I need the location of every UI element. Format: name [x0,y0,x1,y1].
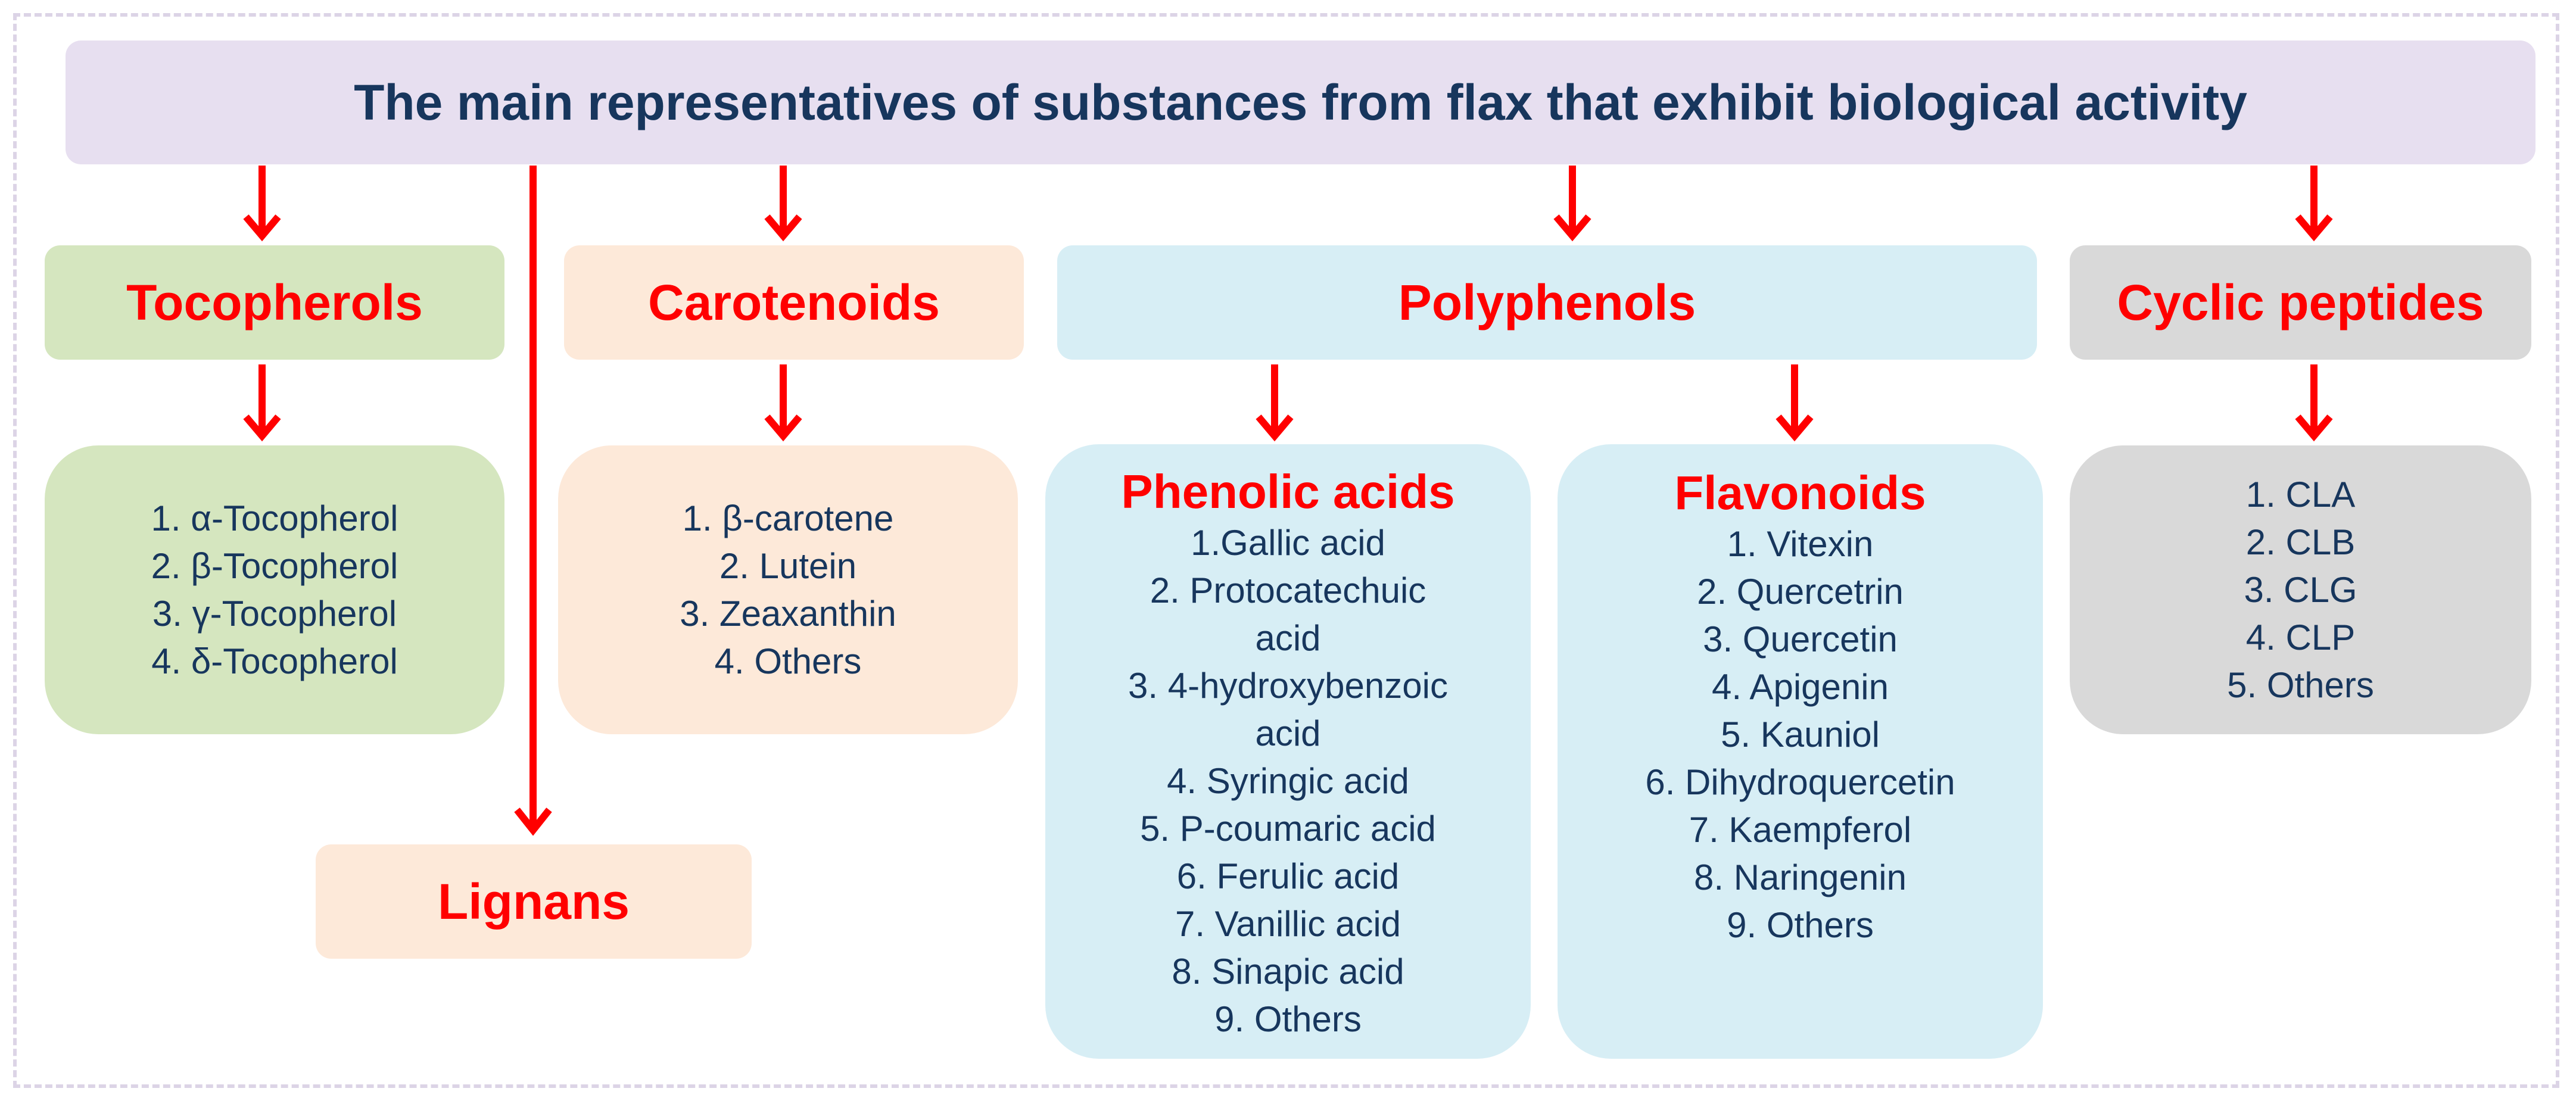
list-item: 4. δ-Tocopherol [151,641,398,681]
list-item: 6. Dihydroquercetin [1645,762,1955,802]
list-item: 5. Others [2227,665,2374,705]
carotenoids-list: 1. β-carotene 2. Lutein 3. Zeaxanthin 4.… [558,445,1018,734]
list-item: 6. Ferulic acid [1176,856,1400,896]
arrow-to-tocopherols [243,166,281,242]
list-item: 7. Vanillic acid [1175,904,1401,944]
list-item: 4. Syringic acid [1167,761,1409,801]
list-item: 2. Quercetrin [1697,572,1904,612]
list-item: 2. Lutein [719,545,857,586]
arrow-to-carotenoids [764,166,802,242]
list-item: 3. CLG [2244,569,2357,610]
tocopherols-list: 1. α-Tocopherol 2. β-Tocopherol 3. γ-Toc… [45,445,504,734]
list-item: 3. γ-Tocopherol [152,593,397,634]
category-lignans: Lignans [316,844,752,959]
list-item: 4. Apigenin [1712,667,1889,707]
list-item: 7. Kaempferol [1689,810,1912,850]
category-carotenoids: Carotenoids [564,245,1024,360]
arrow-to-phenolic-acids [1256,364,1294,442]
list-item: acid [1255,618,1321,658]
list-item: 9. Others [1214,999,1362,1039]
category-cyclic-peptides: Cyclic peptides [2070,245,2531,360]
phenolic-acids-heading: Phenolic acids [1121,465,1455,518]
list-item: 3. 4-hydroxybenzoic [1128,666,1448,706]
list-item: 2. β-Tocopherol [151,545,398,586]
arrow-to-flavonoids [1776,364,1814,442]
list-item: 5. Kauniol [1721,715,1880,754]
arrow-to-polyphenols [1553,166,1591,242]
arrow-to-tocopherols-list [243,364,281,442]
phenolic-acids-box: Phenolic acids 1.Gallic acid 2. Protocat… [1045,444,1531,1059]
cyclic-peptides-list: 1. CLA 2. CLB 3. CLG 4. CLP 5. Others [2070,445,2531,734]
list-item: 3. Quercetin [1703,619,1898,659]
diagram-title: The main representatives of substances f… [66,40,2535,164]
list-item: acid [1255,713,1321,753]
list-item: 9. Others [1727,905,1874,945]
list-item: 5. P-coumaric acid [1140,809,1436,849]
list-item: 4. Others [714,641,862,681]
list-item: 1.Gallic acid [1191,523,1385,563]
list-item: 2. Protocatechuic [1150,570,1426,610]
arrow-to-lignans [514,166,552,836]
flavonoids-box: Flavonoids 1. Vitexin 2. Quercetrin 3. Q… [1558,444,2043,1059]
arrow-to-cyclic-peptides [2295,166,2333,242]
list-item: 2. CLB [2245,522,2356,562]
list-item: 8. Naringenin [1694,857,1907,897]
list-item: 8. Sinapic acid [1172,952,1404,991]
list-item: 1. β-carotene [682,498,894,538]
flavonoids-heading: Flavonoids [1674,466,1926,519]
list-item: 1. CLA [2245,474,2356,514]
arrow-to-carotenoids-list [764,364,802,442]
list-item: 1. α-Tocopherol [151,498,398,538]
category-tocopherols: Tocopherols [45,245,504,360]
arrow-to-cyclic-peptides-list [2295,364,2333,442]
category-polyphenols: Polyphenols [1057,245,2037,360]
list-item: 1. Vitexin [1727,524,1874,564]
outer-dashed-frame [13,13,2559,1088]
list-item: 3. Zeaxanthin [680,593,896,634]
list-item: 4. CLP [2245,617,2356,657]
